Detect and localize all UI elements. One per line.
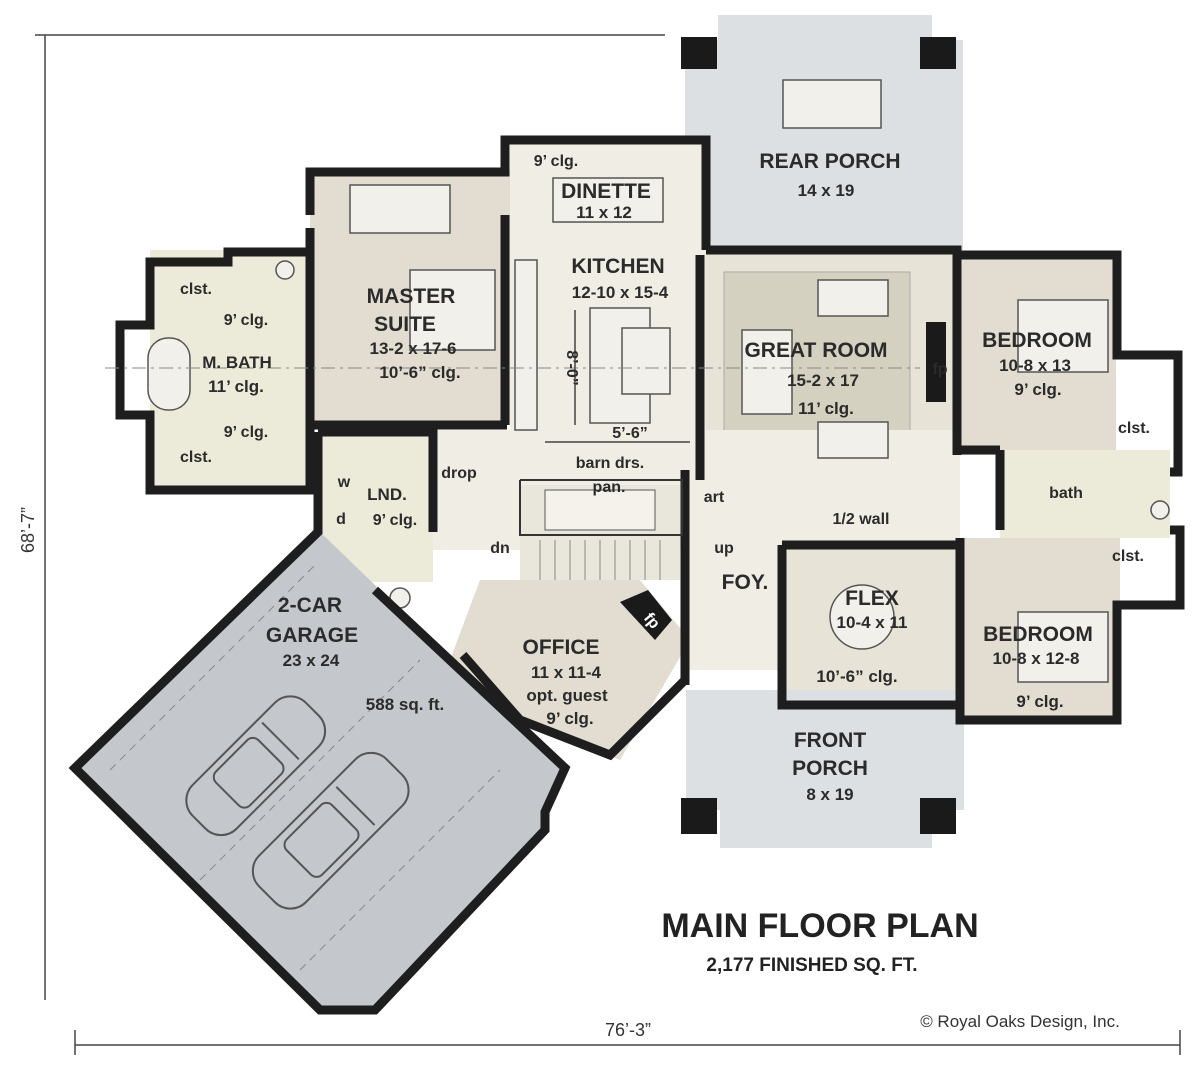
kitchen-name: KITCHEN: [571, 255, 664, 278]
half-wall: 1/2 wall: [833, 511, 890, 528]
kitchen-counter-icon: [514, 259, 538, 431]
front-porch-name-line1: FRONT: [794, 729, 866, 752]
bedroom-1-dim: 10-8 x 13: [999, 356, 1071, 375]
toilet-icon: [275, 260, 295, 280]
office-floor: [450, 580, 690, 760]
foyer-name: FOY.: [722, 571, 769, 594]
laundry-name: LND.: [367, 485, 407, 504]
plan-title-block: MAIN FLOOR PLAN 2,177 FINISHED SQ. FT. ©…: [18, 507, 1120, 1040]
plan-title: MAIN FLOOR PLAN: [661, 907, 978, 945]
bedroom-1-ceiling: 9’ clg.: [1014, 380, 1061, 399]
garage-dim: 23 x 24: [283, 651, 340, 670]
kitchen-island-width: 5’-6”: [612, 425, 648, 442]
kitchen-dim: 12-10 x 15-4: [572, 283, 669, 302]
bathtub-icon: [147, 337, 191, 411]
walls: [68, 135, 1185, 1015]
master-bed-icon: [409, 269, 496, 351]
bedroom-2-bed-icon: [1017, 611, 1109, 683]
car-1-icon: [185, 695, 327, 837]
office-note: opt. guest: [526, 686, 608, 705]
bath-toilet-icon: [1150, 500, 1170, 520]
bath-name: bath: [1049, 485, 1083, 502]
bedroom-2-dim: 10-8 x 12-8: [993, 649, 1080, 668]
flex-name: FLEX: [845, 587, 899, 610]
laundry-washer: w: [337, 474, 351, 491]
rear-porch-step: [718, 15, 932, 40]
front-porch-dim: 8 x 19: [806, 785, 853, 804]
great-room-ceiling: 11’ clg.: [798, 399, 854, 418]
great-room-name: GREAT ROOM: [744, 339, 887, 362]
porch-table-icon: [782, 79, 882, 129]
pantry-barn-doors: barn drs.: [576, 455, 644, 472]
master-bath-ceiling: 11’ clg.: [208, 377, 264, 396]
plan-width-dim: 76’-3”: [605, 1020, 651, 1040]
front-porch-name-line2: PORCH: [792, 757, 868, 780]
master-suite-ceiling: 10’-6” clg.: [379, 363, 460, 382]
garage-name-line2: GARAGE: [266, 624, 358, 647]
dinette-ceiling: 9’ clg.: [534, 153, 578, 170]
dinette-name: DINETTE: [561, 180, 651, 203]
master-suite-dim: 13-2 x 17-6: [370, 339, 457, 358]
foyer-floor: [686, 500, 782, 670]
master-seating-icon: [349, 184, 451, 234]
master-closet-upper: clst.: [180, 281, 212, 298]
bedroom-2-closet: clst.: [1112, 548, 1144, 565]
master-bath-name: M. BATH: [202, 353, 272, 372]
master-bath-ceiling-lower: 9’ clg.: [224, 424, 268, 441]
garage-area: 588 sq. ft.: [366, 695, 444, 714]
room-labels: REAR PORCH 14 x 19 9’ clg. DINETTE 11 x …: [180, 150, 1150, 804]
bedroom-1-bed-icon: [1017, 299, 1109, 373]
stair-up: up: [714, 540, 734, 557]
bedroom-1-name: BEDROOM: [982, 329, 1092, 352]
flex-table-icon: [829, 584, 895, 650]
kitchen-island-depth: 8’-0”: [563, 350, 580, 386]
great-room-dim: 15-2 x 17: [787, 371, 859, 390]
furniture: [147, 79, 1170, 683]
master-closet-lower: clst.: [180, 449, 212, 466]
rear-porch-name: REAR PORCH: [759, 150, 900, 173]
car-2-icon: [251, 751, 410, 910]
bedroom-1-closet: clst.: [1118, 420, 1150, 437]
plan-credit: © Royal Oaks Design, Inc.: [920, 1012, 1120, 1031]
stair-treads: [539, 489, 661, 580]
master-suite-name-line1: MASTER: [367, 285, 456, 308]
dimension-lines: [35, 34, 1181, 1055]
laundry-ceiling: 9’ clg.: [373, 512, 417, 529]
porch-pillars: [681, 37, 956, 834]
master-bath-ceiling-upper: 9’ clg.: [224, 312, 268, 329]
office-name: OFFICE: [523, 636, 600, 659]
front-porch-floor: [686, 690, 964, 810]
bedroom-2-ceiling: 9’ clg.: [1016, 692, 1063, 711]
rear-porch-dim: 14 x 19: [798, 181, 855, 200]
bedroom-2-name: BEDROOM: [983, 623, 1093, 646]
office-fireplace-icon: [620, 590, 672, 640]
drop-zone: drop: [441, 465, 477, 482]
kitchen-table-icon: [621, 327, 671, 395]
pantry-name: pan.: [593, 479, 626, 496]
stair-down: dn: [490, 540, 510, 557]
plan-subtitle: 2,177 FINISHED SQ. FT.: [706, 955, 917, 976]
flex-dim: 10-4 x 11: [837, 613, 908, 632]
front-porch-step: [720, 810, 932, 848]
sofa-bottom-icon: [817, 421, 889, 459]
master-suite-name-line2: SUITE: [374, 313, 436, 336]
sofa-left-icon: [741, 329, 793, 415]
laundry-dryer: d: [336, 511, 346, 528]
rear-porch-floor: [685, 40, 963, 250]
garage-cars: [109, 564, 501, 971]
dinette-dim: 11 x 12: [576, 203, 632, 222]
office-dim: 11 x 11-4: [531, 663, 602, 682]
plan-depth-dim: 68’-7”: [18, 507, 38, 553]
great-room-fireplace: fp: [932, 361, 947, 378]
sofa-top-icon: [817, 279, 889, 317]
garage-name-line1: 2-CAR: [278, 594, 342, 617]
great-room-fireplace-icon: [926, 322, 946, 402]
flex-ceiling: 10’-6” clg.: [816, 667, 897, 686]
office-ceiling: 9’ clg.: [546, 709, 593, 728]
foyer-art: art: [704, 489, 725, 506]
dinette-table-icon: [552, 177, 664, 223]
bath-floor: [1000, 450, 1170, 538]
